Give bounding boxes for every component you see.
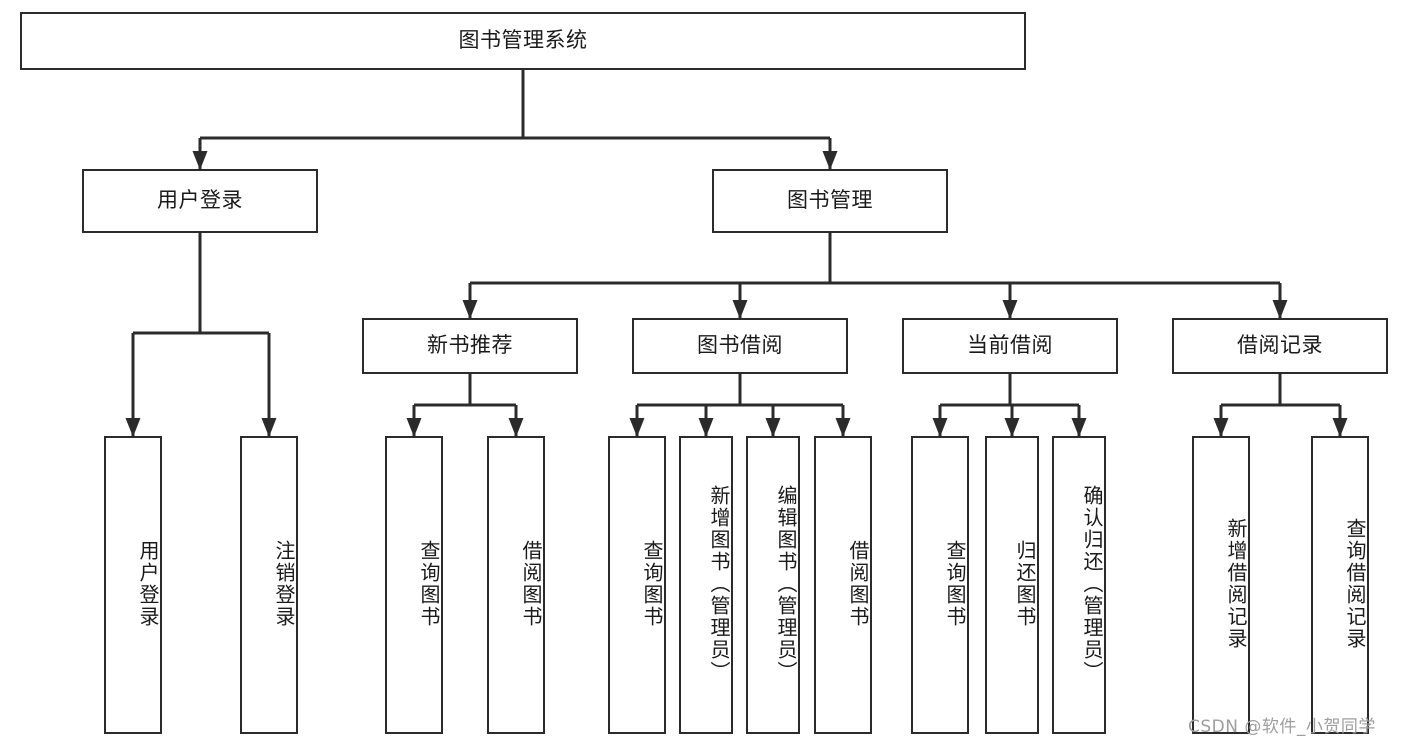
node-l-cb-query: 查询图书 (911, 436, 969, 734)
arrowhead-icon (822, 151, 838, 170)
node-l-cb-return: 归还图书 (985, 436, 1039, 734)
arrowhead-icon (932, 418, 948, 437)
node-label: 新书推荐 (427, 333, 513, 358)
arrowhead-icon (698, 418, 714, 437)
arrowhead-icon (1213, 418, 1229, 437)
node-borrow: 图书借阅 (632, 318, 848, 374)
node-l-cb-confirm: 确认归还（管理员） (1052, 436, 1106, 734)
node-l-logout: 注销登录 (240, 436, 298, 734)
node-root: 图书管理系统 (20, 12, 1026, 70)
node-l-rc-query: 查询借阅记录 (1311, 436, 1369, 734)
node-label: 注销登录 (272, 540, 296, 628)
node-label: 图书借阅 (697, 333, 783, 358)
node-label: 查询图书 (943, 540, 967, 628)
node-l-rc-add: 新增借阅记录 (1192, 436, 1250, 734)
arrowhead-icon (406, 418, 422, 437)
arrowhead-icon (261, 418, 277, 437)
node-label: 编辑图书（管理员） (774, 485, 798, 683)
node-label: 图书管理 (787, 188, 873, 213)
arrowhead-icon (1071, 418, 1087, 437)
node-current: 当前借阅 (902, 318, 1118, 374)
node-label: 借阅图书 (519, 540, 543, 628)
node-records: 借阅记录 (1172, 318, 1388, 374)
arrowhead-icon (508, 418, 524, 437)
arrowhead-icon (1272, 300, 1288, 319)
node-label: 归还图书 (1013, 540, 1037, 628)
arrowhead-icon (629, 418, 645, 437)
node-label: 借阅记录 (1237, 333, 1323, 358)
node-label: 图书管理系统 (458, 28, 588, 53)
node-label: 借阅图书 (846, 540, 870, 628)
arrowhead-icon (462, 300, 478, 319)
node-label: 当前借阅 (967, 333, 1053, 358)
node-label: 用户登录 (136, 540, 160, 628)
arrowhead-icon (1332, 418, 1348, 437)
node-label: 查询图书 (417, 540, 441, 628)
node-label: 确认归还（管理员） (1080, 485, 1104, 683)
node-l-bk-add: 新增图书（管理员） (679, 436, 733, 734)
node-label: 查询图书 (640, 540, 664, 628)
node-l-bk-query: 查询图书 (608, 436, 666, 734)
node-label: 新增图书（管理员） (707, 485, 731, 683)
node-l-nb-query: 查询图书 (385, 436, 443, 734)
node-l-userlogin: 用户登录 (104, 436, 162, 734)
arrowhead-icon (192, 151, 208, 170)
node-label: 新增借阅记录 (1224, 518, 1248, 650)
arrowhead-icon (1002, 300, 1018, 319)
arrowhead-icon (732, 300, 748, 319)
arrowhead-icon (125, 418, 141, 437)
node-bookmgmt: 图书管理 (712, 169, 948, 233)
node-l-bk-borrow: 借阅图书 (814, 436, 872, 734)
node-l-bk-edit: 编辑图书（管理员） (746, 436, 800, 734)
node-login: 用户登录 (82, 169, 318, 233)
arrowhead-icon (765, 418, 781, 437)
node-newbook: 新书推荐 (362, 318, 578, 374)
node-label: 查询借阅记录 (1343, 518, 1367, 650)
node-l-nb-borrow: 借阅图书 (487, 436, 545, 734)
arrowhead-icon (1004, 418, 1020, 437)
node-label: 用户登录 (157, 188, 243, 213)
arrowhead-icon (835, 418, 851, 437)
